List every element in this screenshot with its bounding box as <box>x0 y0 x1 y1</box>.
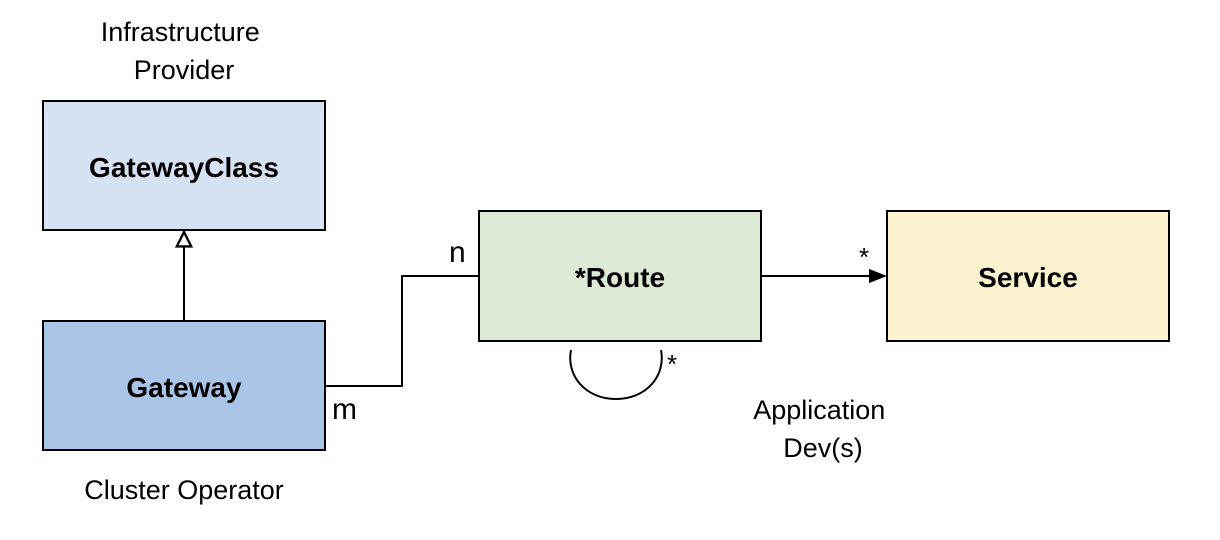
service-label: Service <box>978 262 1078 293</box>
gateway-box <box>42 320 326 451</box>
cluster-operator-label: Cluster Operator <box>84 475 284 505</box>
route-label: *Route <box>575 262 665 293</box>
gateway-route-edge <box>325 275 479 387</box>
route-box <box>478 210 762 342</box>
gateway-node[interactable]: Gateway <box>42 320 326 451</box>
infrastructure-provider-line1: Infrastructure <box>101 17 260 47</box>
route-node[interactable]: *Route <box>478 210 762 342</box>
application-devs-label: Application Dev(s) <box>753 395 893 463</box>
infrastructure-provider-label: Infrastructure Provider <box>101 17 268 85</box>
route-self-multiplicity-star: * <box>667 349 677 379</box>
application-devs-line2: Dev(s) <box>783 433 863 463</box>
service-multiplicity-star: * <box>859 242 869 272</box>
infrastructure-provider-line2: Provider <box>134 55 235 85</box>
gateway-label: Gateway <box>126 372 242 403</box>
service-box <box>886 210 1170 342</box>
gatewayclass-label: GatewayClass <box>89 152 279 183</box>
application-devs-line1: Application <box>753 395 885 425</box>
gatewayclass-box <box>42 100 326 231</box>
service-node[interactable]: Service <box>886 210 1170 342</box>
route-multiplicity-n: n <box>449 236 466 269</box>
gatewayclass-node[interactable]: GatewayClass <box>42 100 326 231</box>
gateway-multiplicity-m: m <box>332 393 357 426</box>
route-self-reference-loop <box>569 349 663 401</box>
